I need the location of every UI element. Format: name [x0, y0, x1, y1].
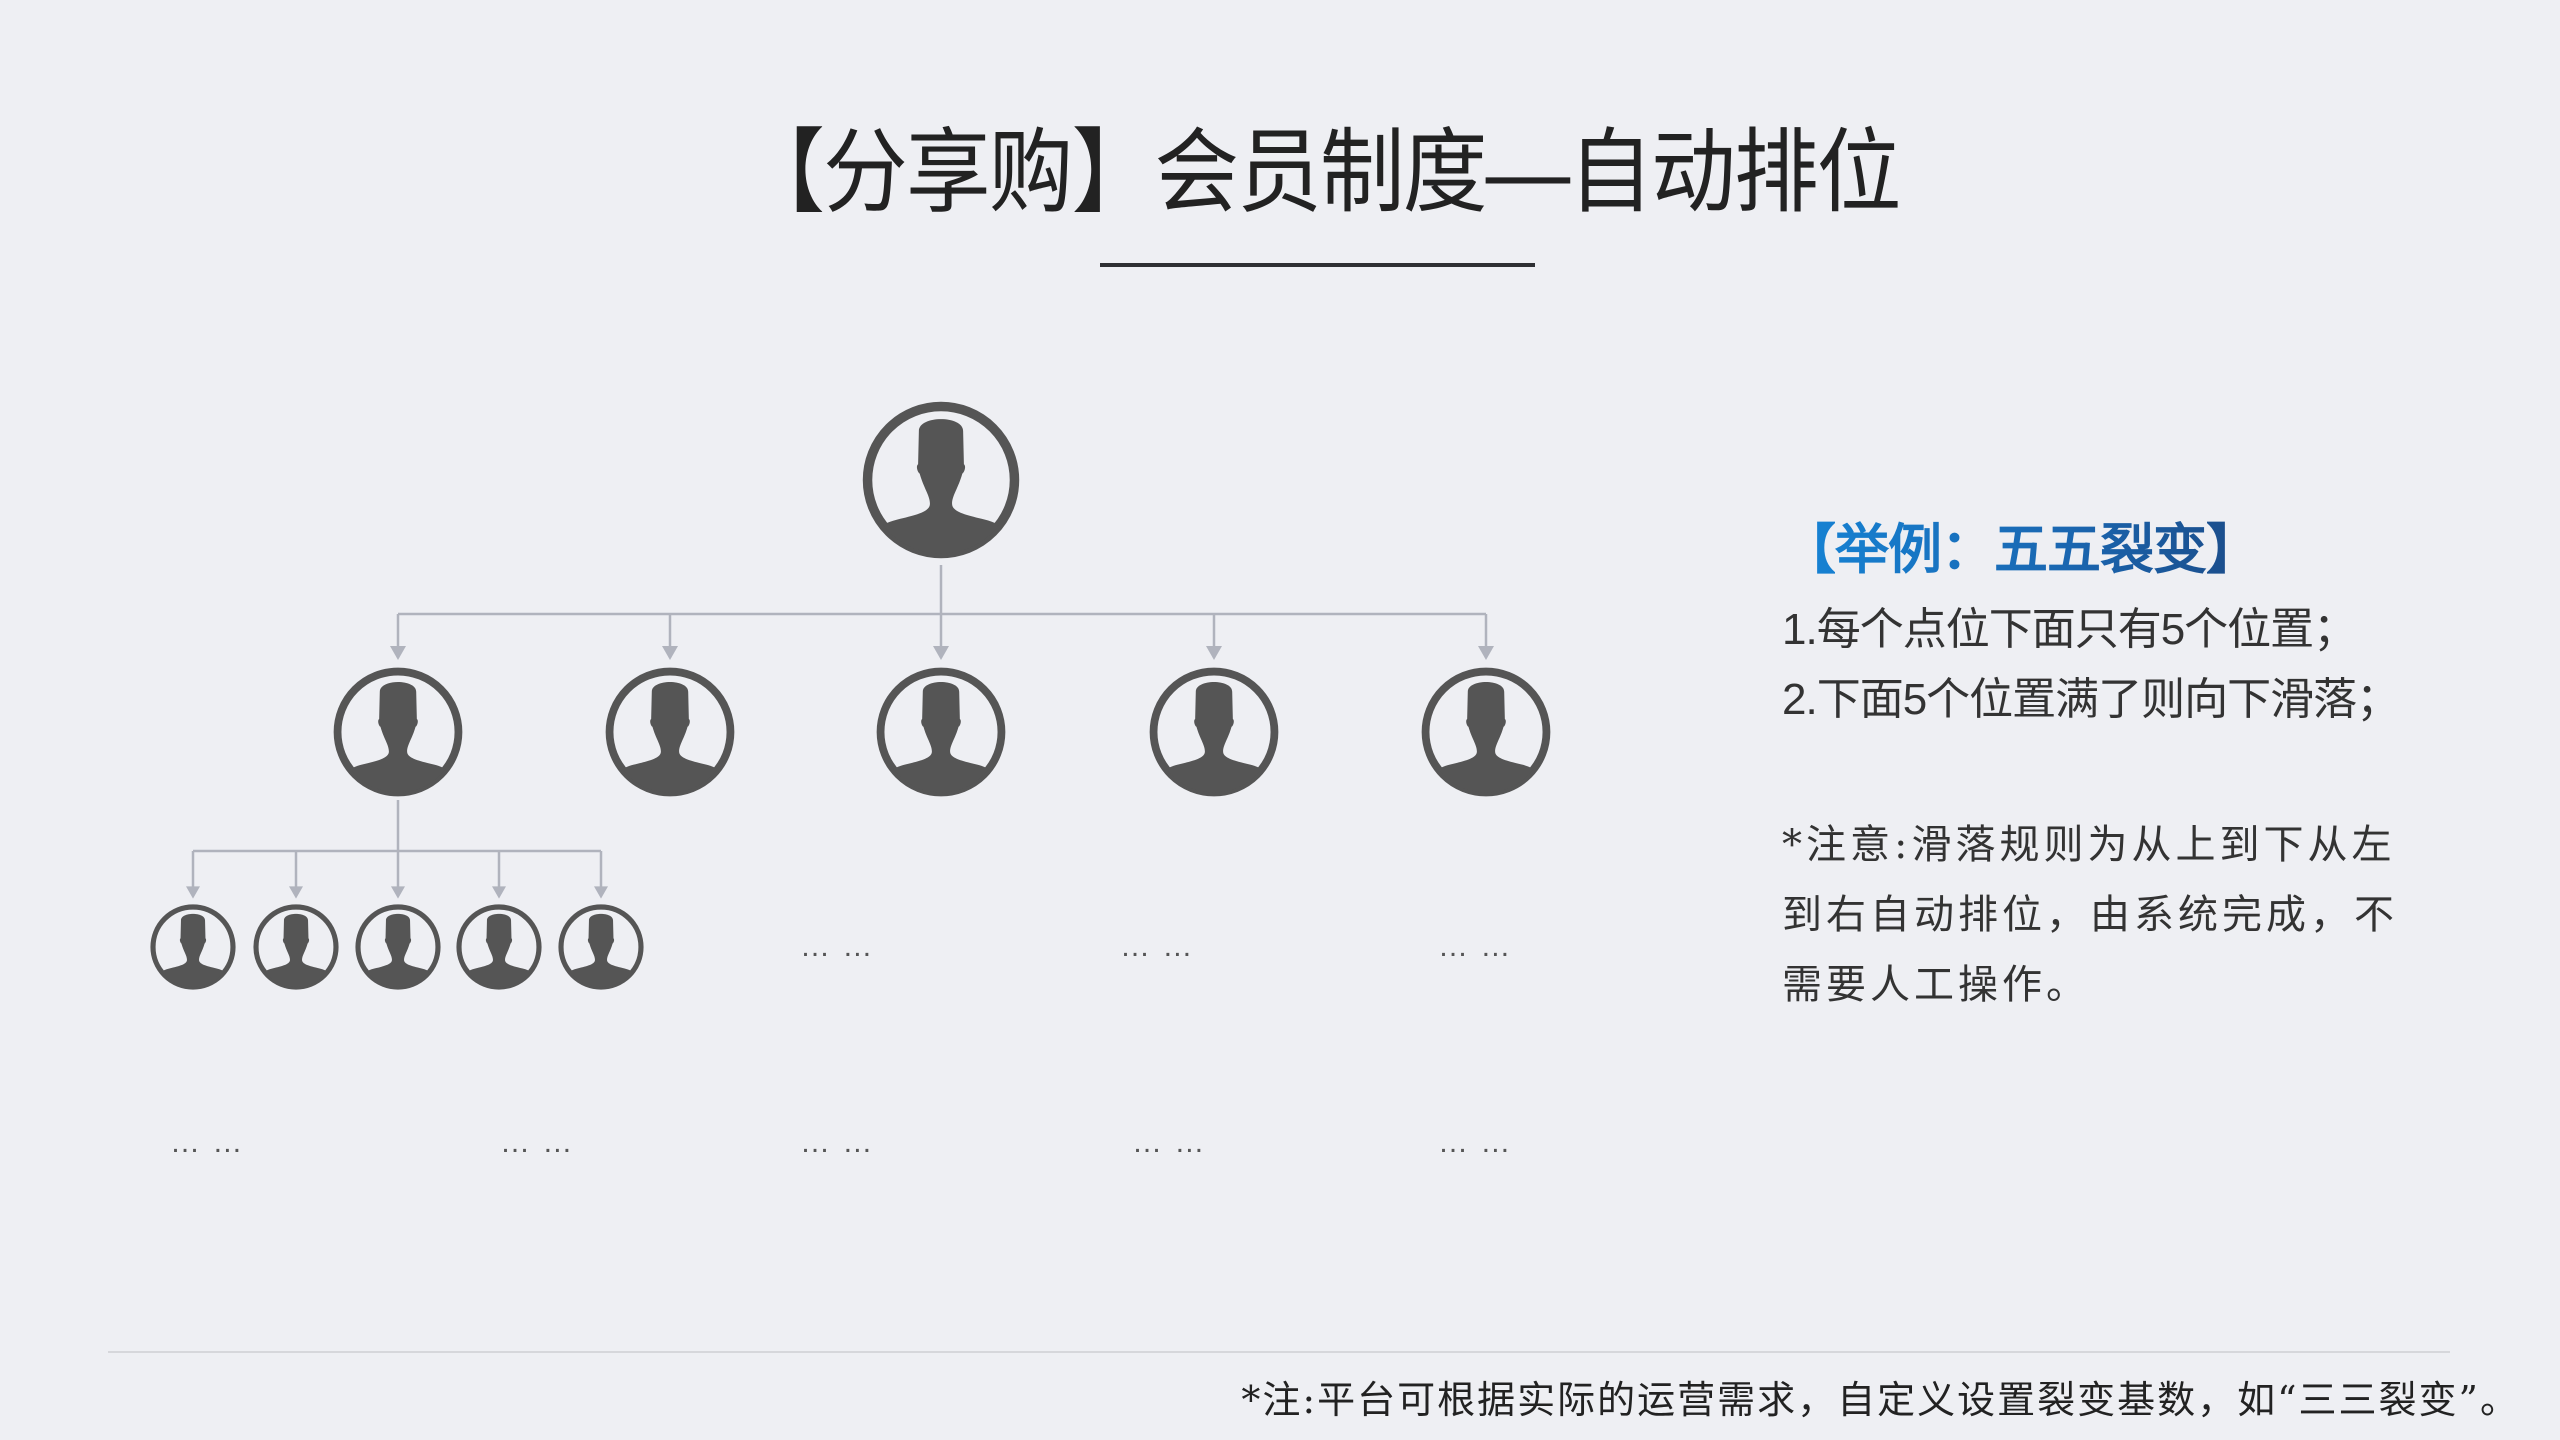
level2-arrowheads [186, 886, 608, 899]
level3-avatar-icon [456, 907, 542, 990]
level2-avatar-icon [333, 672, 463, 797]
org-tree-diagram [0, 0, 1700, 1300]
footer-note: *注:平台可根据实际的运营需求，自定义设置裂变基数，如“三三裂变”。 [1241, 1378, 2520, 1422]
level4-placeholder: … … [800, 1126, 875, 1159]
level3-placeholder: … … [1120, 930, 1195, 963]
rule-1: 1.每个点位下面只有5个位置； [1782, 605, 2357, 654]
footer-divider [108, 1351, 2450, 1353]
rule-2: 2.下面5个位置满了则向下滑落； [1782, 675, 2400, 724]
level4-placeholder: … … [1132, 1126, 1207, 1159]
root-connectors [396, 565, 1488, 648]
level3-placeholder: … … [800, 930, 875, 963]
level2-avatar-icon [1421, 672, 1551, 797]
level3-avatar-icon [558, 907, 644, 990]
title-underline [1100, 263, 1535, 267]
level3-avatar-icon [355, 907, 441, 990]
page-title: 【分享购】会员制度—自动排位 [740, 122, 1901, 224]
example-heading: 【举例：五五裂变】 [1782, 515, 2260, 585]
level2-avatar-icon [605, 672, 735, 797]
root-arrowheads [390, 646, 1494, 660]
level2-avatar-icon [1149, 672, 1279, 797]
level4-placeholder: … … [1438, 1126, 1513, 1159]
level2-avatar-icon [876, 672, 1006, 797]
root-avatar-icon [862, 407, 1020, 559]
level4-placeholder: … … [170, 1126, 245, 1159]
slide-rule-note: *注意:滑落规则为从上到下从左到右自动排位，由系统完成，不需要人工操作。 [1782, 822, 2398, 1008]
level4-placeholder: … … [500, 1126, 575, 1159]
level3-avatar-icon [253, 907, 339, 990]
level3-placeholder: … … [1438, 930, 1513, 963]
level3-avatar-icon [150, 907, 236, 990]
level2-connectors [191, 800, 603, 888]
